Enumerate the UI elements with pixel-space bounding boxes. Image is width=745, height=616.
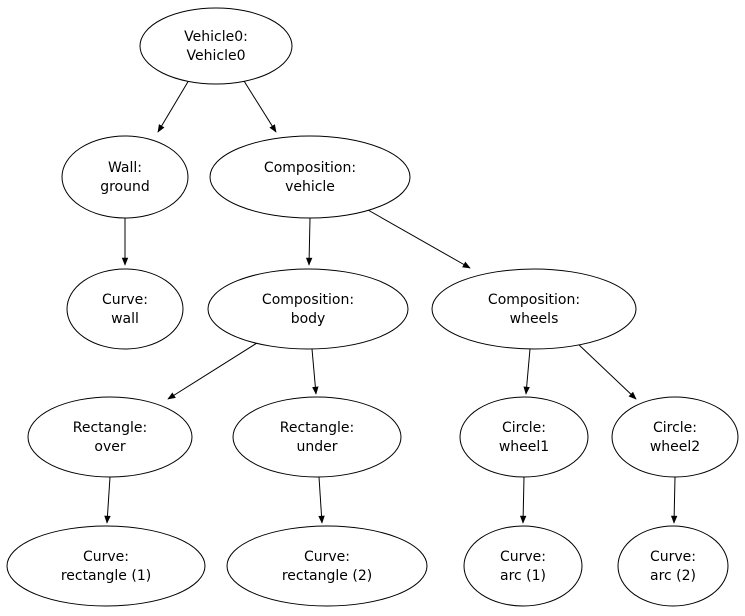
node-wall-ground-label-line1: Wall: (108, 160, 142, 176)
node-vehicle0-ellipse (139, 7, 293, 85)
node-curve-arc-1-label-line2: arc (1) (500, 568, 546, 584)
node-rectangle-over-ellipse (27, 396, 193, 478)
edges (104, 79, 678, 524)
edge-rectangle-under-curve-rectangle-2 (318, 476, 325, 524)
node-curve-arc-2-label-line1: Curve: (650, 549, 696, 565)
node-circle-wheel1-label-line2: wheel1 (499, 439, 549, 455)
node-curve-rectangle-1: Curve: rectangle (1) (6, 525, 206, 607)
node-curve-rectangle-2-ellipse (226, 525, 428, 607)
node-composition-vehicle-label-line2: vehicle (285, 179, 335, 195)
node-curve-wall-ellipse (66, 268, 184, 350)
edge-vehicle0-composition-vehicle (243, 80, 277, 133)
node-curve-arc-2: Curve: arc (2) (617, 525, 729, 607)
node-rectangle-under-ellipse (232, 396, 402, 478)
node-rectangle-under-label-line1: Rectangle: (280, 420, 354, 436)
node-rectangle-over-label-line1: Rectangle: (73, 420, 147, 436)
node-curve-rectangle-2-label-line2: rectangle (2) (282, 568, 372, 584)
node-vehicle0-label-line2: Vehicle0 (187, 48, 246, 64)
node-circle-wheel2-ellipse (611, 396, 739, 478)
node-curve-rectangle-1-ellipse (6, 525, 206, 607)
node-rectangle-over-label-line2: over (94, 439, 125, 455)
edge-circle-wheel2-curve-arc-2 (670, 476, 678, 524)
node-composition-body-label-line2: body (291, 311, 326, 327)
node-composition-body-ellipse (207, 268, 409, 350)
node-rectangle-over: Rectangle: over (27, 396, 193, 478)
edge-vehicle0-wall-ground (157, 79, 190, 133)
node-curve-arc-2-ellipse (617, 525, 729, 607)
node-vehicle0-label-line1: Vehicle0: (184, 29, 248, 45)
node-curve-wall-label-line2: wall (111, 311, 139, 327)
nodes: Vehicle0: Vehicle0 Wall: ground Composit… (6, 7, 739, 607)
edge-composition-vehicle-composition-wheels (367, 209, 471, 269)
node-vehicle0: Vehicle0: Vehicle0 (139, 7, 293, 85)
edge-composition-body-rectangle-over (167, 342, 258, 400)
node-curve-arc-1-ellipse (463, 525, 583, 607)
node-curve-rectangle-1-label-line2: rectangle (1) (61, 568, 151, 584)
node-composition-body-label-line1: Composition: (262, 292, 354, 308)
node-composition-wheels-label-line1: Composition: (488, 292, 580, 308)
node-composition-vehicle-ellipse (209, 135, 411, 219)
node-curve-arc-1: Curve: arc (1) (463, 525, 583, 607)
edge-composition-vehicle-composition-body (305, 217, 313, 266)
node-composition-wheels-ellipse (431, 268, 637, 350)
node-circle-wheel1: Circle: wheel1 (459, 396, 589, 478)
edge-rectangle-over-curve-rectangle-1 (104, 476, 111, 524)
node-curve-arc-1-label-line1: Curve: (500, 549, 546, 565)
node-rectangle-under: Rectangle: under (232, 396, 402, 478)
node-composition-body: Composition: body (207, 268, 409, 350)
edge-composition-wheels-circle-wheel1 (523, 348, 531, 395)
node-curve-rectangle-1-label-line1: Curve: (83, 549, 129, 565)
node-circle-wheel2-label-line2: wheel2 (650, 439, 700, 455)
node-curve-rectangle-2-label-line1: Curve: (304, 549, 350, 565)
node-composition-vehicle-label-line1: Composition: (264, 160, 356, 176)
node-curve-arc-2-label-line2: arc (2) (650, 568, 696, 584)
node-composition-vehicle: Composition: vehicle (209, 135, 411, 219)
node-composition-wheels-label-line2: wheels (510, 311, 559, 327)
edge-composition-wheels-circle-wheel2 (576, 342, 637, 400)
node-wall-ground: Wall: ground (61, 135, 189, 219)
node-wall-ground-ellipse (61, 135, 189, 219)
node-circle-wheel2-label-line1: Circle: (653, 420, 697, 436)
node-curve-wall: Curve: wall (66, 268, 184, 350)
node-curve-rectangle-2: Curve: rectangle (2) (226, 525, 428, 607)
node-circle-wheel1-label-line1: Circle: (502, 420, 546, 436)
node-curve-wall-label-line1: Curve: (102, 292, 148, 308)
node-composition-wheels: Composition: wheels (431, 268, 637, 350)
edge-composition-body-rectangle-under (311, 348, 319, 395)
node-rectangle-under-label-line2: under (296, 439, 337, 455)
node-wall-ground-label-line2: ground (100, 179, 150, 195)
edge-circle-wheel1-curve-arc-1 (519, 476, 527, 524)
node-circle-wheel2: Circle: wheel2 (611, 396, 739, 478)
node-circle-wheel1-ellipse (459, 396, 589, 478)
